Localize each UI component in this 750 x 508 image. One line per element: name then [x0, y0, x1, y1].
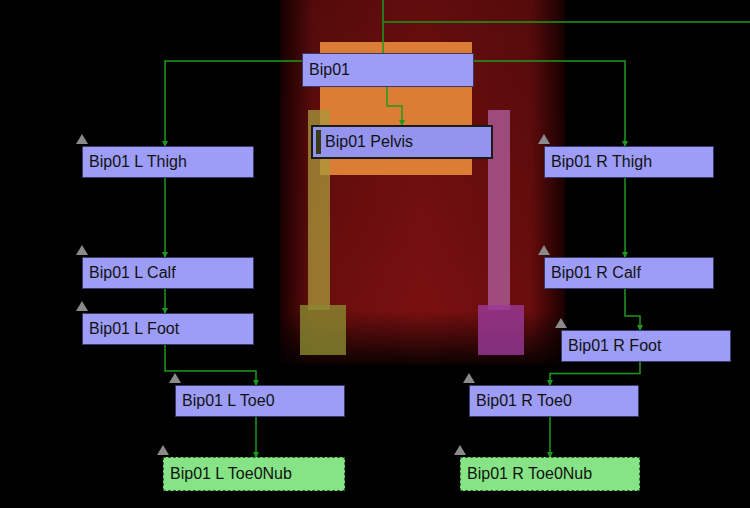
bone-marker [538, 134, 550, 144]
bone-box: Bip01 L Calf [82, 257, 254, 289]
hierarchy-link [549, 417, 551, 457]
bone-marker [169, 373, 181, 383]
bone-marker [463, 373, 475, 383]
hierarchy-link [474, 61, 625, 146]
bone-name: Bip01 R Toe0Nub [461, 465, 592, 483]
bone-name: Bip01 Pelvis [313, 133, 413, 151]
bone-box: Bip01 R Thigh [544, 146, 714, 178]
hierarchy-link [164, 289, 166, 313]
bone-name: Bip01 [303, 61, 350, 79]
bone-marker [454, 445, 466, 455]
selection-strip [316, 130, 321, 154]
bone-box: Bip01 R Toe0 [469, 385, 639, 417]
bone-name: Bip01 R Thigh [545, 153, 652, 171]
nub-bone-box: Bip01 R Toe0Nub [460, 457, 640, 491]
bone-marker [157, 445, 169, 455]
bone-marker [76, 301, 88, 311]
bone-name: Bip01 R Foot [562, 337, 661, 355]
bone-name: Bip01 L Foot [83, 320, 179, 338]
bone-box: Bip01 R Calf [544, 257, 714, 289]
bone-box: Bip01 [302, 53, 474, 87]
bone-name: Bip01 L Thigh [83, 153, 187, 171]
bone-box: Bip01 L Toe0 [175, 385, 345, 417]
hierarchy-link [625, 289, 640, 330]
nub-bone-box: Bip01 L Toe0Nub [163, 457, 345, 491]
bone-marker [76, 245, 88, 255]
bone-marker [538, 245, 550, 255]
hierarchy-link [164, 178, 166, 257]
bone-box: Bip01 L Thigh [82, 146, 254, 178]
bone-box: Bip01 R Foot [561, 330, 731, 362]
hierarchy-link [255, 417, 257, 457]
hierarchy-link [550, 362, 640, 385]
bone-name: Bip01 R Calf [545, 264, 641, 282]
hierarchy-link [165, 61, 302, 146]
bone-marker [76, 134, 88, 144]
bone-box: Bip01 L Foot [82, 313, 254, 345]
hierarchy-link [624, 178, 626, 257]
hierarchy-link [165, 345, 256, 385]
hierarchy-link [387, 87, 402, 125]
bone-marker [555, 318, 567, 328]
bone-name: Bip01 L Toe0Nub [164, 465, 292, 483]
bone-name: Bip01 L Toe0 [176, 392, 275, 410]
bone-name: Bip01 L Calf [83, 264, 176, 282]
bone-box: Bip01 Pelvis [311, 125, 493, 159]
bone-name: Bip01 R Toe0 [470, 392, 572, 410]
